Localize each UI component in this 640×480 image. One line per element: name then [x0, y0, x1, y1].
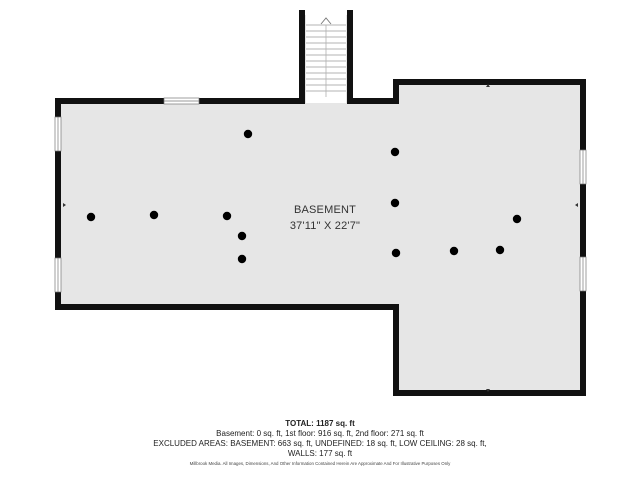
disclaimer: Millbrook Media. All Images, Dimensions,…: [189, 461, 451, 466]
ceiling-light-icon: [390, 198, 400, 208]
dimension-tick-icon: [63, 84, 578, 392]
ceiling-light-icon: [237, 231, 247, 241]
ceiling-light-icon: [390, 147, 400, 157]
window-icon: [163, 97, 200, 105]
total-value: 1187 sq. ft: [316, 419, 355, 428]
walls-area: WALLS: 177 sq. ft: [287, 449, 353, 458]
ceiling-lights: [86, 129, 522, 264]
window-icon: [579, 256, 587, 292]
window-icon: [579, 149, 587, 185]
area-summary: TOTAL: 1187 sq. ft Basement: 0 sq. ft, 1…: [0, 419, 640, 467]
room-label: BASEMENT 37'11" X 22'7": [240, 202, 410, 234]
basement-floor: [58, 15, 583, 393]
stair-icon: [306, 15, 346, 103]
ceiling-light-icon: [391, 248, 401, 258]
ceiling-light-icon: [495, 245, 505, 255]
ceiling-light-icon: [237, 254, 247, 264]
ceiling-light-icon: [149, 210, 159, 220]
room-dimensions: 37'11" X 22'7": [289, 220, 361, 232]
room-name: BASEMENT: [293, 204, 357, 216]
exterior-walls: [55, 10, 586, 396]
ceiling-light-icon: [512, 214, 522, 224]
ceiling-light-icon: [222, 211, 232, 221]
floors-breakdown: Basement: 0 sq. ft, 1st floor: 916 sq. f…: [216, 429, 424, 438]
ceiling-light-icon: [243, 129, 253, 139]
ceiling-light-icon: [86, 212, 96, 222]
window-icon: [54, 257, 62, 293]
total-label: TOTAL:: [285, 419, 314, 428]
excluded-areas: EXCLUDED AREAS: BASEMENT: 663 sq. ft, UN…: [153, 439, 487, 448]
ceiling-light-icon: [449, 246, 459, 256]
total-area: TOTAL: 1187 sq. ft: [0, 419, 640, 429]
window-icon: [54, 116, 62, 152]
